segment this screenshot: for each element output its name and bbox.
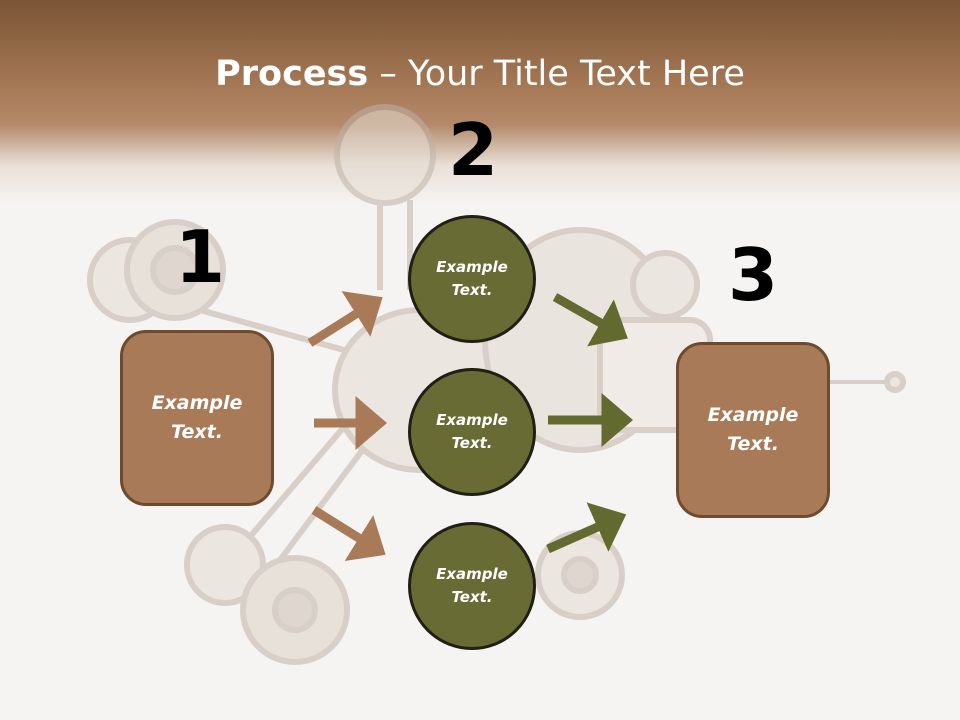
step-3-box-label: Example Text. xyxy=(707,404,799,455)
slide-title: Process – Your Title Text Here xyxy=(0,52,960,96)
arrow-circle-top-to-box3 xyxy=(552,293,628,347)
circle-top: Example Text. xyxy=(408,215,536,343)
arrow-circle-bottom-to-box3 xyxy=(546,502,627,554)
step-1-box-label: Example Text. xyxy=(151,392,243,443)
step-1-box: Example Text. xyxy=(120,330,274,506)
circle-top-label: Example Text. xyxy=(436,258,508,299)
circle-middle-label: Example Text. xyxy=(436,411,508,452)
circle-middle: Example Text. xyxy=(408,368,536,496)
arrow-box1-to-circle-bottom xyxy=(311,506,386,561)
circle-bottom-label: Example Text. xyxy=(436,565,508,606)
step-number-1: 1 xyxy=(174,215,226,299)
slide-title-bold: Process xyxy=(215,54,369,94)
slide-title-rest: – Your Title Text Here xyxy=(368,54,745,94)
step-number-2: 2 xyxy=(447,108,499,192)
circle-bottom: Example Text. xyxy=(408,522,536,650)
step-number-3: 3 xyxy=(727,233,779,317)
step-3-box: Example Text. xyxy=(676,342,830,518)
arrow-box1-to-circle-top xyxy=(307,291,383,347)
header-band xyxy=(0,0,960,210)
